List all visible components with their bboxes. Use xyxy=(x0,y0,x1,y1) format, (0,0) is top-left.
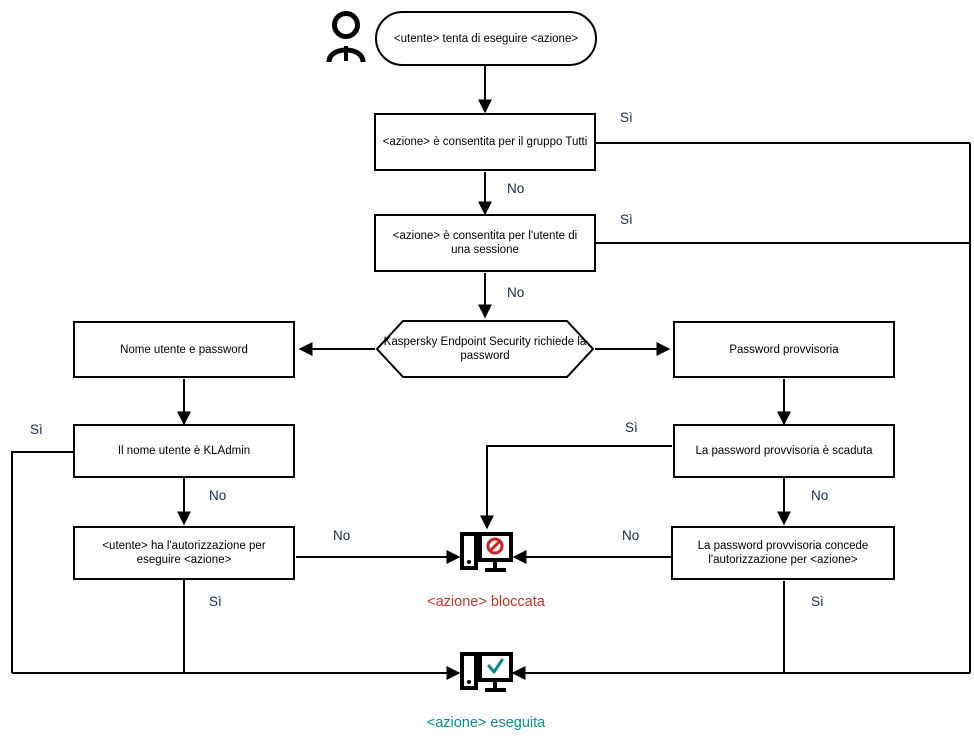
node-allowed-session-user-label: <azione> è consentita per l'utente di un… xyxy=(392,230,578,256)
node-temporary-password-label: Password provvisoria xyxy=(729,343,839,356)
node-allowed-session-user: <azione> è consentita per l'utente di un… xyxy=(374,214,596,272)
edge-label-expired-no: No xyxy=(811,488,829,503)
node-start-label: <utente> tenta di eseguire <azione> xyxy=(393,32,579,45)
node-temp-password-expired-label: La password provvisoria è scaduta xyxy=(695,445,873,457)
monitor-blocked-icon xyxy=(459,530,514,580)
node-temp-password-expired: La password provvisoria è scaduta xyxy=(673,424,895,478)
edge-label-session-no: No xyxy=(507,285,525,300)
node-user-has-permission-label: <utente> ha l'autorizzazione per eseguir… xyxy=(102,540,266,566)
node-temp-password-grants-label: La password provvisoria concede l'autori… xyxy=(697,540,869,566)
node-kes-requires-password: Kaspersky Endpoint Security richiede la … xyxy=(375,319,595,379)
edge-kladmin-yes xyxy=(11,451,73,673)
edge-label-grants-yes: Sì xyxy=(811,594,824,609)
node-username-password: Nome utente e password xyxy=(73,321,295,378)
node-allowed-all-group-label: <azione> è consentita per il gruppo Tutt… xyxy=(382,136,588,148)
edge-label-grants-no: No xyxy=(622,528,640,543)
edge-label-all-group-no: No xyxy=(507,181,525,196)
node-username-is-kladmin-label: Il nome utente è KLAdmin xyxy=(117,445,251,457)
monitor-check-icon xyxy=(459,650,514,700)
edge-label-permission-yes: Sì xyxy=(209,594,222,609)
node-start: <utente> tenta di eseguire <azione> xyxy=(375,11,597,66)
node-username-is-kladmin: Il nome utente è KLAdmin xyxy=(73,424,295,478)
edge-label-permission-no: No xyxy=(333,528,351,543)
node-temporary-password: Password provvisoria xyxy=(673,321,895,378)
node-kes-requires-password-label: Kaspersky Endpoint Security richiede la … xyxy=(383,336,587,362)
executed-label: <azione> eseguita xyxy=(426,715,546,731)
edge-label-all-group-yes: Sì xyxy=(620,110,633,125)
edge-label-session-yes: Sì xyxy=(620,212,633,227)
node-temp-password-grants: La password provvisoria concede l'autori… xyxy=(671,526,895,580)
user-icon xyxy=(325,8,367,66)
node-username-password-label: Nome utente e password xyxy=(120,343,248,356)
edge-label-kladmin-no: No xyxy=(209,488,227,503)
node-user-has-permission: <utente> ha l'autorizzazione per eseguir… xyxy=(73,526,295,580)
edge-label-kladmin-yes: Sì xyxy=(30,422,43,437)
edge-expired-yes xyxy=(480,445,672,530)
node-allowed-all-group: <azione> è consentita per il gruppo Tutt… xyxy=(374,113,596,171)
edge-label-expired-yes: Sì xyxy=(625,420,638,435)
blocked-label: <azione> bloccata xyxy=(427,594,545,610)
